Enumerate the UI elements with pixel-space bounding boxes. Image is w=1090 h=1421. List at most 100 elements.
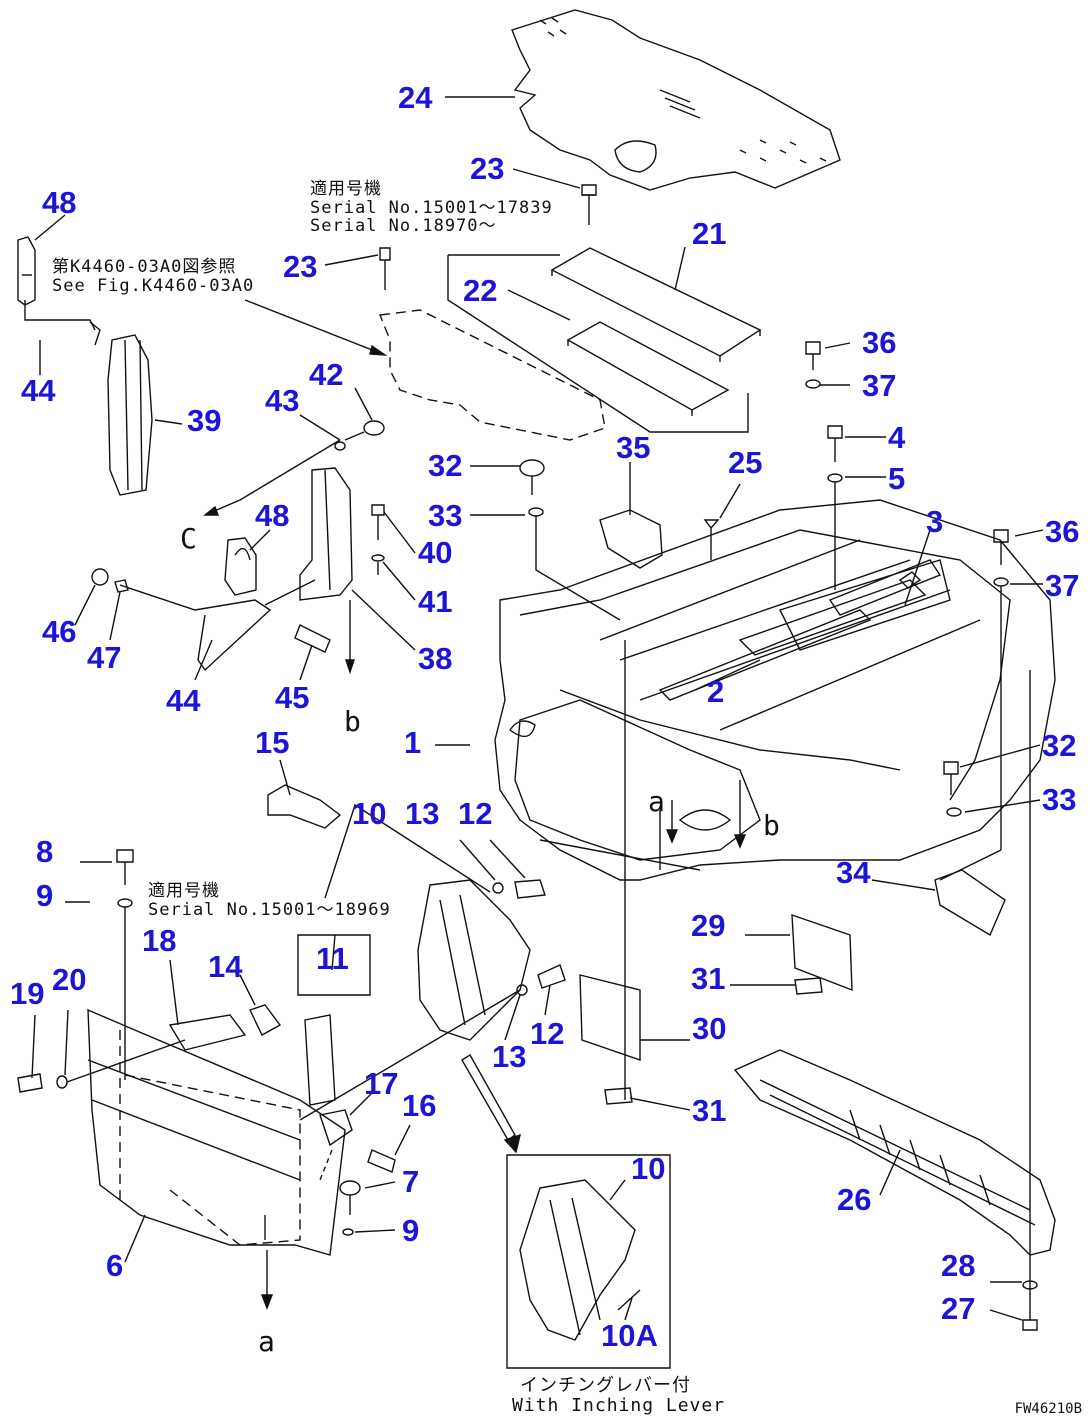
- callout-18: 18: [142, 923, 177, 958]
- pin-45: [295, 625, 330, 652]
- callout-13-lower: 13: [492, 1039, 527, 1074]
- inset-caption-jp: インチングレバー付: [520, 1375, 691, 1396]
- panel-21: [552, 248, 760, 362]
- callout-15: 15: [255, 725, 290, 760]
- bolt-16: [368, 1150, 395, 1172]
- bolt-23-top: [582, 185, 596, 225]
- lever-rod-44-top: [90, 322, 100, 345]
- callout-39: 39: [187, 403, 222, 438]
- drawing-id: FW46210B: [1014, 1401, 1082, 1417]
- callout-23-top: 23: [470, 151, 505, 186]
- callout-42: 42: [309, 357, 344, 392]
- bracket-14: [250, 1005, 280, 1035]
- bar-2: [660, 610, 870, 700]
- callout-22: 22: [463, 273, 498, 308]
- figure-reference-jp: 第K4460-03A0図参照: [52, 257, 237, 277]
- callout-10A: 10A: [601, 1318, 658, 1353]
- view-arrows-frame: [667, 780, 745, 847]
- callout-40: 40: [418, 535, 453, 570]
- plate-11: [298, 935, 370, 1105]
- callout-7: 7: [402, 1164, 420, 1199]
- bolt-36-top: [806, 342, 820, 388]
- panel-22: [568, 322, 728, 416]
- nut-46: [92, 569, 108, 585]
- bolt-32-top: [520, 460, 620, 620]
- callout-28: 28: [941, 1248, 976, 1283]
- inset-caption-en: With Inching Lever: [512, 1394, 726, 1416]
- callout-5: 5: [888, 461, 906, 496]
- callout-33-top: 33: [428, 498, 463, 533]
- bolt-19: [18, 1040, 185, 1092]
- view-letter-a-bottom: a: [258, 1325, 275, 1358]
- serial-note-top-jp: 適用号機: [310, 179, 382, 199]
- view-letter-b-lever: b: [344, 705, 361, 738]
- callout-48-lower: 48: [255, 498, 290, 533]
- callout-27: 27: [941, 1291, 976, 1326]
- group-bracket-21-22: [448, 255, 748, 432]
- inset-with-inching-lever: [507, 1155, 670, 1368]
- callout-26: 26: [837, 1182, 872, 1217]
- serial-note-middle-line: Serial No.15001～18969: [148, 899, 391, 920]
- callout-12-lower: 12: [530, 1016, 565, 1051]
- view-letter-b-frame: b: [763, 809, 780, 842]
- callout-13-upper: 13: [405, 796, 440, 831]
- callout-32-top: 32: [428, 448, 463, 483]
- serial-note-middle: 適用号機 Serial No.15001～18969: [148, 882, 391, 919]
- callout-20: 20: [52, 962, 87, 997]
- callout-31-upper: 31: [691, 961, 726, 996]
- serial-note-middle-jp: 適用号機: [148, 881, 220, 901]
- callout-44-top: 44: [21, 373, 56, 408]
- callout-25: 25: [728, 445, 763, 480]
- callout-10: 10: [352, 796, 387, 831]
- bracket-18: [170, 1015, 245, 1050]
- callout-36-right: 36: [1045, 514, 1080, 549]
- callout-8: 8: [36, 834, 54, 869]
- rail-3: [740, 560, 940, 655]
- callout-33-right: 33: [1042, 782, 1077, 817]
- callout-38: 38: [418, 641, 453, 676]
- boot-39: [108, 335, 152, 495]
- view-letter-a-frame: a: [648, 785, 665, 818]
- callout-6: 6: [106, 1248, 124, 1283]
- view-letter-c: C: [180, 522, 197, 555]
- callout-23-mid: 23: [283, 249, 318, 284]
- callout-12-upper: 12: [458, 796, 493, 831]
- callout-34: 34: [836, 855, 871, 890]
- figure-reference-note: 第K4460-03A0図参照 See Fig.K4460-03A0: [52, 258, 254, 295]
- bracket-15: [268, 785, 340, 828]
- floor-mat-24: [512, 10, 840, 190]
- bolt-42: [335, 421, 384, 450]
- leader-lines: [32, 97, 1043, 1320]
- bolt-12-lower: [300, 965, 565, 1120]
- bracket-17: [320, 1110, 352, 1145]
- callout-31-lower: 31: [692, 1093, 727, 1128]
- bolt-27: [1023, 1281, 1037, 1330]
- lever-bracket-38: [300, 468, 354, 672]
- callout-30: 30: [692, 1011, 727, 1046]
- guard-34: [935, 870, 1005, 935]
- clip-31-a: [795, 978, 822, 994]
- callout-43: 43: [265, 383, 300, 418]
- bolt-40: [372, 505, 384, 575]
- plate-30: [580, 975, 640, 1060]
- callout-3: 3: [926, 504, 944, 539]
- callout-47: 47: [87, 640, 122, 675]
- callout-9-right: 9: [402, 1213, 420, 1248]
- callout-11: 11: [316, 941, 349, 976]
- serial-note-top: 適用号機 Serial No.15001～17839 Serial No.189…: [310, 180, 553, 236]
- callout-4: 4: [888, 420, 906, 455]
- bolt-7: [340, 1181, 360, 1235]
- cover-panel-35: [380, 248, 605, 440]
- callout-37-right: 37: [1045, 568, 1080, 603]
- cover-26: [735, 1050, 1055, 1255]
- callout-19: 19: [10, 976, 45, 1011]
- inset-caption: インチングレバー付 With Inching Lever: [512, 1376, 725, 1416]
- callout-44-lower: 44: [166, 683, 201, 718]
- callout-46: 46: [42, 614, 77, 649]
- callout-35: 35: [616, 430, 651, 465]
- callout-36-top: 36: [862, 325, 897, 360]
- cover-10: [418, 880, 530, 1040]
- bolt-32-right: [944, 762, 961, 816]
